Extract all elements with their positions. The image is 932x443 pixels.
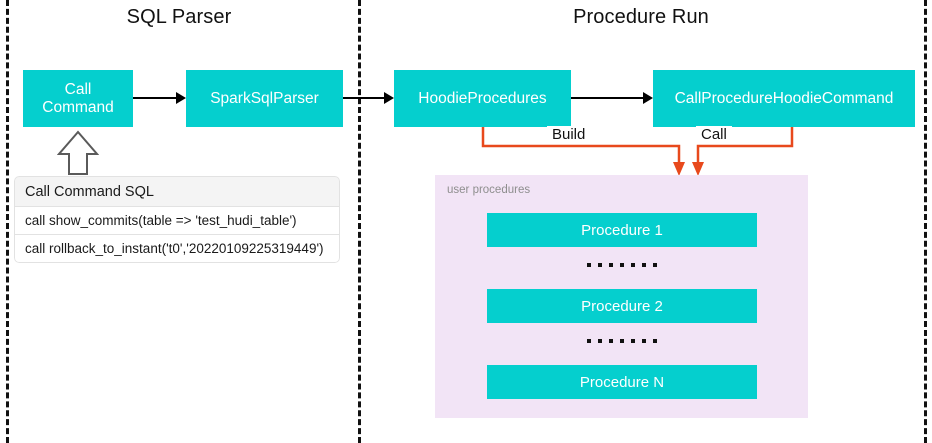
node-call-command-line1: Call [64, 81, 92, 99]
edge-label-build: Build [547, 126, 591, 143]
connector-call-arrowhead-icon [692, 162, 704, 176]
arrow-head-icon [643, 92, 653, 104]
hollow-up-arrow-icon [56, 130, 100, 181]
dot [598, 339, 602, 343]
section-divider-middle [358, 0, 361, 443]
dot [587, 339, 591, 343]
node-call-procedure-hoodie-command[interactable]: CallProcedureHoodieCommand [653, 70, 915, 127]
arrow-shaft [133, 97, 177, 99]
dot [598, 263, 602, 267]
ellipsis-dots [487, 335, 757, 347]
section-divider-left [6, 0, 9, 443]
arrow-head-icon [384, 92, 394, 104]
section-divider-right [924, 0, 927, 443]
flow-arrow-callcommand-to-sparksqlparser [133, 92, 186, 104]
connector-build-arrowhead-icon [673, 162, 685, 176]
node-spark-sql-parser[interactable]: SparkSqlParser [186, 70, 343, 127]
node-hoodie-procedures[interactable]: HoodieProcedures [394, 70, 571, 127]
dot [587, 263, 591, 267]
dot [642, 263, 646, 267]
node-call-command[interactable]: Call Command [23, 70, 133, 127]
sql-table-row: call show_commits(table => 'test_hudi_ta… [14, 207, 340, 235]
procedure-item[interactable]: Procedure 1 [487, 213, 757, 247]
edge-label-call: Call [696, 126, 732, 143]
arrow-head-icon [176, 92, 186, 104]
dot [609, 263, 613, 267]
dot [653, 339, 657, 343]
arrow-shaft [343, 97, 385, 99]
sql-table-row: call rollback_to_instant('t0','202201092… [14, 235, 340, 263]
section-title-procedure-run: Procedure Run [573, 6, 709, 28]
node-call-command-line2: Command [42, 98, 114, 116]
procedure-item[interactable]: Procedure N [487, 365, 757, 399]
flow-arrow-sparksqlparser-to-hoodieprocedures [343, 92, 394, 104]
user-procedures-label: user procedures [447, 184, 531, 196]
dot [631, 263, 635, 267]
call-command-sql-table: Call Command SQL call show_commits(table… [14, 176, 340, 263]
ellipsis-dots [487, 259, 757, 271]
dot [609, 339, 613, 343]
dot [642, 339, 646, 343]
arrow-shaft [571, 97, 644, 99]
dot [653, 263, 657, 267]
dot [620, 263, 624, 267]
dot [631, 339, 635, 343]
dot [620, 339, 624, 343]
procedure-item[interactable]: Procedure 2 [487, 289, 757, 323]
section-title-sql-parser: SQL Parser [126, 6, 232, 28]
sql-table-header: Call Command SQL [14, 176, 340, 207]
user-procedures-panel: user procedures Procedure 1 Procedure 2 … [435, 175, 808, 418]
flow-arrow-hoodieprocedures-to-callprocedurehoodiecommand [571, 92, 653, 104]
